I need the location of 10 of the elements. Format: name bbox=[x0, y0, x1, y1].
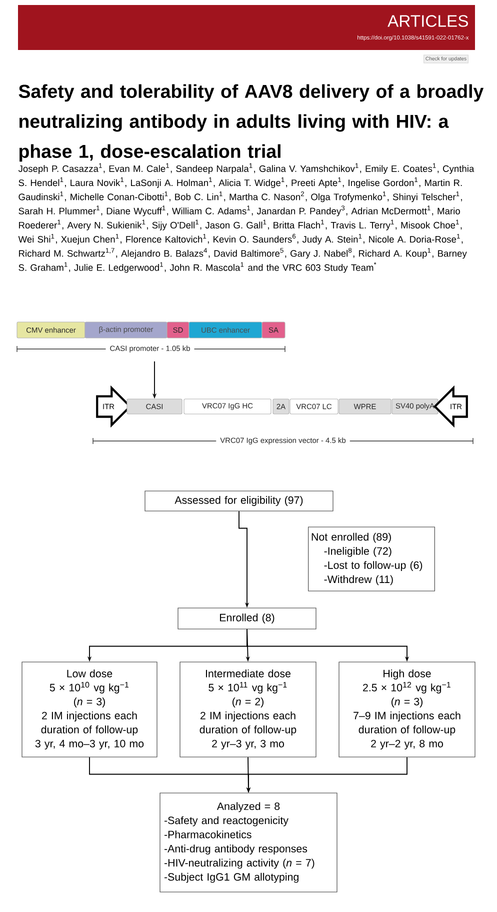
exclusion-box: Not enrolled (89) -Ineligible (72) -Lost to follow-up (6) -Withdrew (11) bbox=[308, 526, 435, 592]
dose-group-box: Intermediate dose 5 × 10$^{11}$ vg kg$^{−1}$ (n = 2) 2 IM injections each duration of follow-up 2 yr–3 yr, 3 mo bbox=[180, 662, 316, 758]
author-list: Joseph P. Casazza$^{1}$, Evan M. Cale$^{1}$, Sandeep Narpala$^{1}$, Galina V. Yamshchikov$^{1}$, Emily E. Coates$^{1}$, Cynthia S. Hendel$^{1}$, Laura Novik$^{1}$, LaSonji A. Holman$^{1}$, Alicia T. Widge$^{1}$, Preeti Apte$^{1}$, Ingelise Gordon$^{1}$, Martin R. Gaudinski$^{1}$, Michelle Conan-Cibotti$^{1}$, Bob C. Lin$^{1}$, Martha C. Nason$^{2}$, Olga Trofymenko$^{1}$, Shinyi Telscher$^{1}$, Sarah H. Plummer$^{1}$, Diane Wycuff$^{1}$, William C. Adams$^{1}$, Janardan P. Pandey$^{3}$, Adrian McDermott$^{1}$, Mario Roederer$^{1}$, Avery N. Sukienik$^{1}$, Sijy O'Dell$^{1}$, Jason G. Gall$^{1}$, Britta Flach$^{1}$, Travis L. Terry$^{1}$, Misook Choe$^{1}$, Wei Shi$^{1}$, Xuejun Chen$^{1}$, Florence Kaltovich$^{1}$, Kevin O. Saunders$^{6}$, Judy A. Stein$^{1}$, Nicole A. Doria-Rose$^{1}$, Richard M. Schwartz$^{1,7}$, Alejandro B. Balazs$^{4}$, David Baltimore$^{5}$, Gary J. Nabel$^{8}$, Richard A. Koup$^{1}$, Barney S. Graham$^{1}$, Julie E. Ledgerwood$^{1}$, John R. Mascola$^{1}$ and the VRC 603 Study Team$^{*}$ bbox=[18, 163, 474, 273]
analysis-box: Analyzed = 8 -Safety and reactogenicity -Pharmacokinetics -Anti-drug antibody responses -HIV-neutralizing activity (n = 7) -Subject IgG1 GM allotyping bbox=[160, 792, 338, 892]
article-title: Safety and tolerability of AAV8 delivery of a broadly neutralizing antibody in adults living with HIV: a phase 1, dose-escalation trial bbox=[18, 84, 484, 162]
process-box: Enrolled (8) bbox=[178, 608, 316, 630]
section-label: ARTICLES bbox=[388, 15, 468, 27]
process-box: Assessed for eligibility (97) bbox=[144, 490, 334, 512]
dose-group-box: Low dose 5 × 10$^{10}$ vg kg$^{−1}$ (n = 3) 2 IM injections each duration of follow-up 3 yr, 4 mo–3 yr, 10 mo bbox=[22, 662, 158, 758]
dose-group-box: High dose 2.5 × 10$^{12}$ vg kg$^{−1}$ (n = 3) 7–9 IM injections each duration of follow-up 2 yr–2 yr, 8 mo bbox=[338, 662, 476, 758]
